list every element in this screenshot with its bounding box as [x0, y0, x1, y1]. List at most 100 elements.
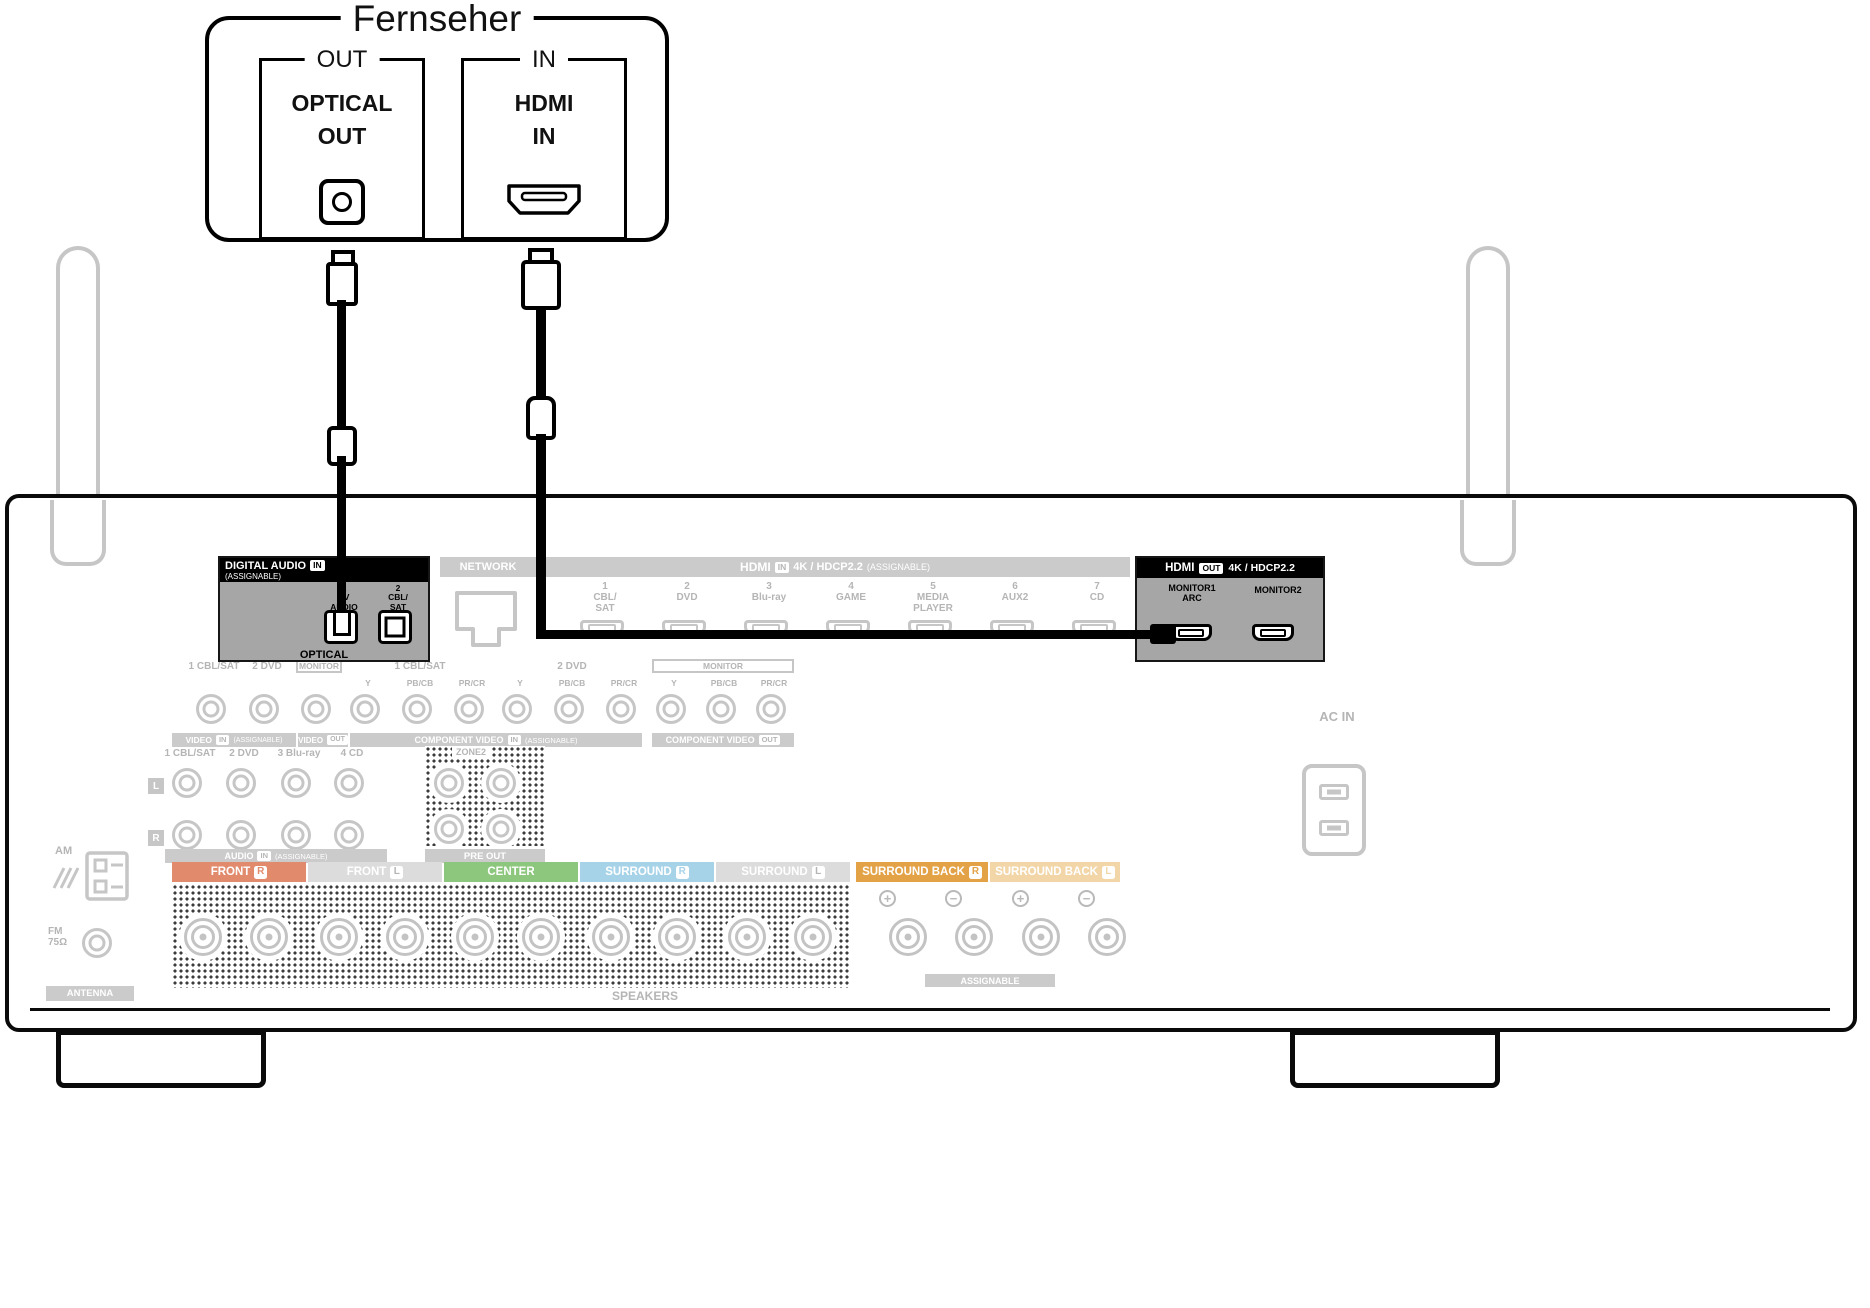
hdmi-out-header: HDMI OUT 4K / HDCP2.2 — [1137, 558, 1323, 578]
speaker-group-label: SURROUND — [605, 866, 672, 878]
assignable-label: (ASSIGNABLE) — [525, 735, 578, 745]
channel-badge: L — [390, 865, 404, 879]
hdmi-out-section: HDMI OUT 4K / HDCP2.2 MONITOR1 ARC MONIT… — [1135, 556, 1325, 662]
speaker-terminal — [522, 918, 560, 956]
hdmi-in-spec: 4K / HDCP2.2 — [793, 561, 863, 573]
hdmi-cable-horizontal — [536, 630, 1154, 639]
plus-terminal-icon: + — [1012, 890, 1029, 907]
video-monitor-label: MONITOR — [299, 661, 339, 671]
optical-jack-cbl-sat — [378, 610, 412, 644]
monitor2-label: MONITOR2 — [1254, 585, 1302, 595]
out-badge: OUT — [327, 735, 348, 745]
component-pb-label: PB/CB — [558, 678, 586, 688]
component-monitor-label: MONITOR — [703, 661, 743, 671]
digital-audio-title: DIGITAL AUDIO — [225, 559, 307, 572]
left-antenna — [56, 246, 100, 502]
audio-in-jack — [226, 768, 256, 798]
optical-out-tab-label: OUT — [304, 46, 380, 74]
hdmi-out-title: HDMI — [1165, 562, 1195, 574]
audio-in-jack — [172, 768, 202, 798]
hdmi-out-spec: 4K / HDCP2.2 — [1228, 562, 1295, 574]
in-badge: IN — [215, 735, 230, 745]
component-pb-label: PB/CB — [710, 678, 738, 688]
in-badge: IN — [257, 851, 271, 861]
component-in-caption: COMPONENT VIDEO IN (ASSIGNABLE) — [350, 733, 642, 747]
speaker-group-label: CENTER — [487, 866, 535, 878]
speaker-terminal — [184, 918, 222, 956]
hdmi-in-port-label-1: 1 CBL/ SAT — [593, 581, 617, 615]
audio-in-jack — [334, 768, 364, 798]
component-pb-label: PB/CB — [406, 678, 434, 688]
speaker-group-label: FRONT — [210, 866, 251, 878]
component-y-label: Y — [517, 678, 523, 688]
assignable-label: ASSIGNABLE — [960, 975, 1020, 986]
assignable-label: (ASSIGNABLE) — [225, 572, 282, 581]
digital-audio-header: DIGITAL AUDIO IN (ASSIGNABLE) — [220, 558, 428, 582]
speaker-terminal — [658, 918, 696, 956]
speaker-header-surround-l: SURROUND L — [716, 862, 850, 882]
component-in-jack — [454, 694, 484, 724]
optical-cable-segment-lower — [337, 456, 346, 612]
hdmi-in-title: HDMI — [740, 560, 771, 574]
am-antenna-wire-icon — [50, 862, 80, 897]
hdmi-out-monitor2-port — [1252, 624, 1294, 641]
right-antenna-mount — [1460, 500, 1516, 566]
audio-in-jack — [334, 820, 364, 850]
tv-optical-out-panel: OUT OPTICAL OUT — [259, 46, 425, 240]
tv-device-box: Fernseher OUT OPTICAL OUT IN HDMI IN — [205, 0, 669, 242]
component-pr-label: PR/CR — [610, 678, 638, 688]
component-in-jack — [606, 694, 636, 724]
video-in2-label: 2 DVD — [252, 661, 282, 672]
speaker-terminal — [728, 918, 766, 956]
video-out-caption: VIDEO OUT — [298, 733, 348, 747]
hdmi-in-label: HDMI IN — [514, 90, 574, 150]
video-caption-title: VIDEO — [298, 735, 324, 745]
speaker-group-label: FRONT — [346, 866, 387, 878]
speaker-header-surround-back-l: SURROUND BACK L — [990, 862, 1120, 882]
assignable-label: (ASSIGNABLE) — [866, 562, 930, 572]
channel-badge: L — [1101, 865, 1115, 879]
hdmi-in-port-label-4: 4 GAME — [836, 581, 866, 604]
component-y-label: Y — [365, 678, 371, 688]
hdmi-in-port-label-6: 6 AUX2 — [1001, 581, 1029, 604]
component-group2-label: 2 DVD — [557, 661, 587, 672]
hdmi-in-port-label-7: 7 CD — [1089, 581, 1105, 604]
ac-inlet-slot — [1319, 784, 1349, 800]
hdmi-in-tab-label: IN — [520, 46, 568, 74]
plus-terminal-icon: + — [879, 890, 896, 907]
video-in1-label: 1 CBL/SAT — [188, 661, 240, 672]
audio-in3-label: 3 Blu-ray — [277, 748, 321, 759]
antenna-label: ANTENNA — [66, 988, 114, 999]
optical-cable-segment-upper — [337, 300, 346, 428]
network-title: NETWORK — [459, 561, 517, 573]
speaker-terminal — [1088, 918, 1126, 956]
ac-inlet — [1302, 764, 1366, 856]
hdmi-plug-end — [1150, 624, 1176, 644]
speaker-group-label: SURROUND BACK — [995, 866, 1098, 878]
assignable-label: (ASSIGNABLE) — [233, 736, 283, 744]
hdmi-cable-segment-lower — [536, 434, 546, 639]
digital-audio-section: DIGITAL AUDIO IN (ASSIGNABLE) 1 TV AUDIO… — [218, 556, 430, 662]
zone2-label: ZONE2 — [452, 747, 491, 758]
component-in-jack — [502, 694, 532, 724]
audio-right-channel-label: R — [148, 830, 164, 846]
speaker-terminal — [250, 918, 288, 956]
minus-terminal-icon: − — [1078, 890, 1095, 907]
out-badge: OUT — [758, 735, 781, 745]
audio-in-jack — [281, 820, 311, 850]
component-out-jack — [756, 694, 786, 724]
minus-terminal-icon: − — [945, 890, 962, 907]
speaker-group-label: SURROUND — [741, 866, 808, 878]
optical-connector-icon — [319, 179, 365, 225]
speaker-terminal — [592, 918, 630, 956]
audio-in-jack — [226, 820, 256, 850]
video-caption-title: VIDEO — [185, 735, 212, 745]
preout-jack — [434, 814, 464, 844]
component-pr-label: PR/CR — [458, 678, 486, 688]
component-out-jack — [656, 694, 686, 724]
preout-label: PRE OUT — [463, 850, 507, 862]
speaker-terminal — [889, 918, 927, 956]
optical-jack2-label: 2 CBL/ SAT — [388, 583, 408, 612]
optical-cable-plug-body — [326, 262, 358, 306]
audio-in-jack — [172, 820, 202, 850]
